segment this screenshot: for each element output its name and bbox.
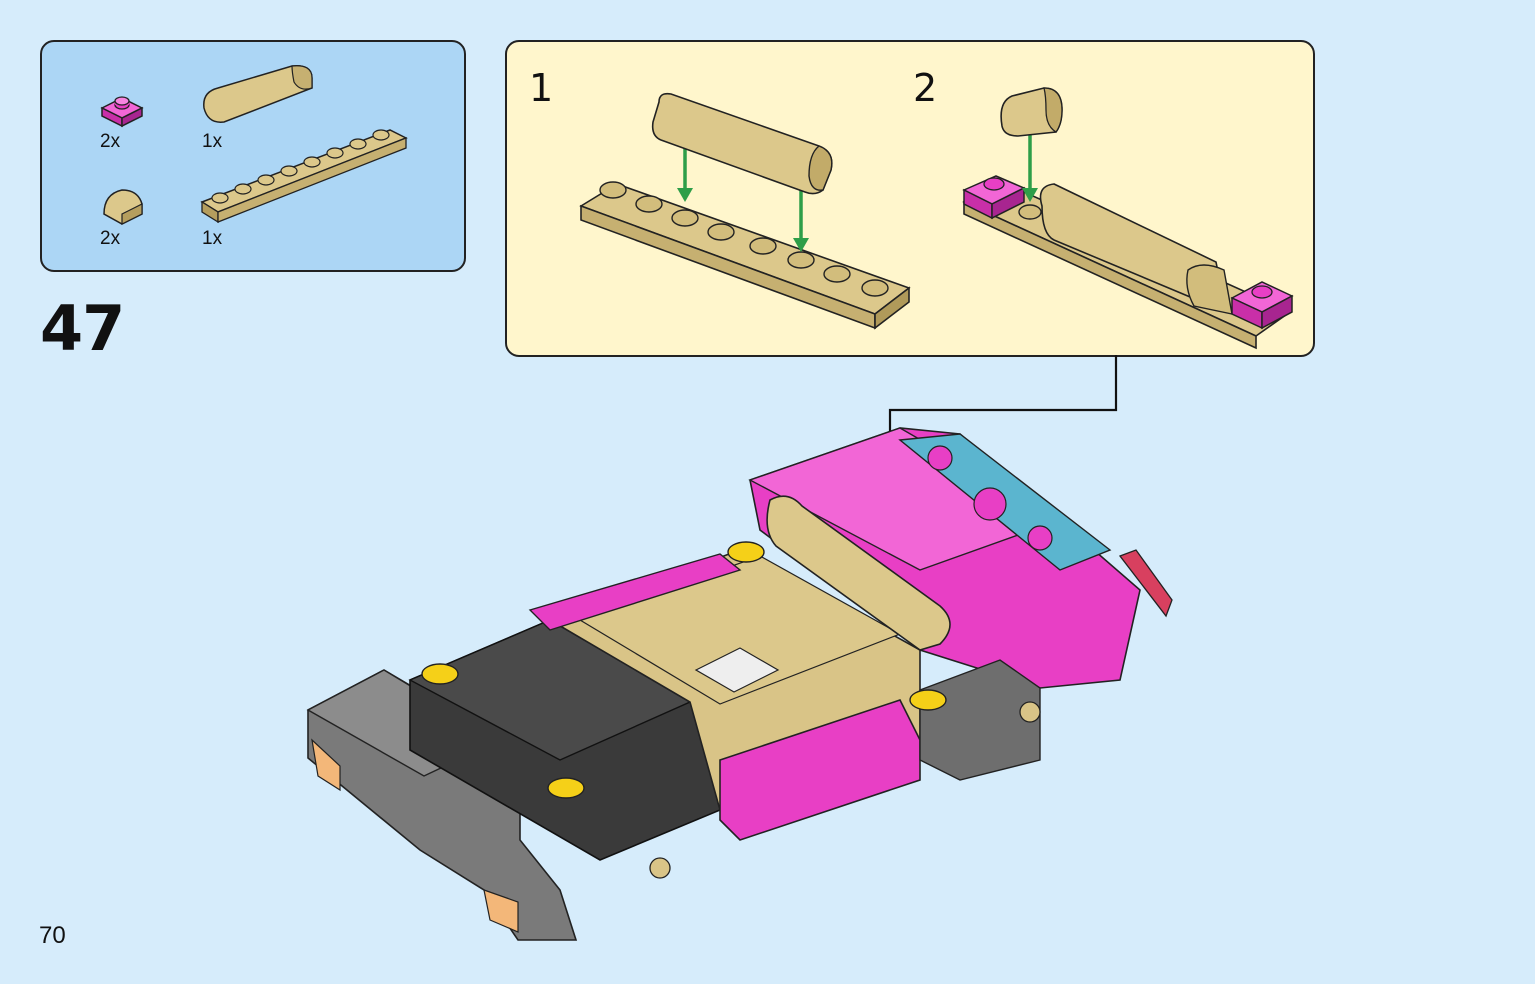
tan-plate-1x8-icon	[200, 129, 408, 224]
tan-curved-slope-1x1-icon	[103, 189, 143, 225]
substep-2-illustration	[962, 87, 1294, 350]
tan-curved-slope-1x4-icon	[203, 65, 313, 123]
part-quantity: 2x	[100, 131, 121, 152]
part-quantity: 1x	[202, 228, 223, 249]
substep-1-illustration	[579, 92, 911, 330]
parts-list-box: 2x 1x 2x 1x	[40, 40, 466, 272]
part-quantity: 2x	[100, 228, 121, 249]
substep-callout-box: 1 2	[505, 40, 1315, 357]
substep-number-1: 1	[529, 66, 554, 110]
substep-number-2: 2	[913, 66, 938, 110]
step-number: 47	[40, 292, 125, 365]
page-number: 70	[39, 922, 66, 949]
part-quantity: 1x	[202, 131, 223, 152]
pink-plate-1x1-icon	[100, 96, 144, 128]
car-model-illustration	[306, 427, 1173, 941]
